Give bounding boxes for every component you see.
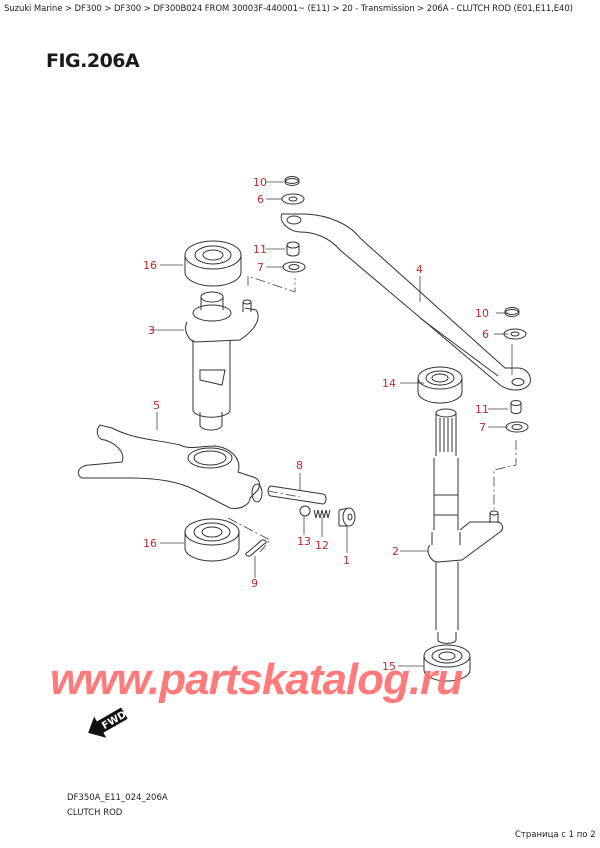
- callout-8[interactable]: 8: [296, 459, 303, 472]
- callout-6[interactable]: 6: [257, 193, 264, 206]
- callout-5[interactable]: 5: [153, 399, 160, 412]
- spring-part-12: [313, 509, 331, 519]
- callout-11-right[interactable]: 11: [475, 403, 489, 416]
- clutch-rod-lever-part-4: [280, 213, 531, 391]
- callout-7[interactable]: 7: [257, 261, 264, 274]
- figure-code: DF350A_E11_024_206A: [67, 793, 168, 803]
- roll-pin-part-9: [245, 539, 267, 557]
- bearing-part-16-bottom: [184, 518, 240, 562]
- callout-16-bottom[interactable]: 16: [143, 537, 157, 550]
- leader-lines: [150, 181, 517, 667]
- callout-4[interactable]: 4: [416, 263, 423, 276]
- callout-7-right[interactable]: 7: [479, 421, 486, 434]
- figure-title: FIG.206A: [46, 50, 140, 72]
- breadcrumb[interactable]: Suzuki Marine > DF300 > DF300 > DF300B02…: [4, 4, 573, 14]
- callout-12[interactable]: 12: [315, 539, 329, 552]
- clutch-fork-part-5: [77, 424, 263, 509]
- pin-part-8: [267, 485, 327, 505]
- bushing-part-11-right: [510, 400, 522, 414]
- callout-14[interactable]: 14: [382, 377, 396, 390]
- shift-shaft-part-2: [427, 408, 504, 644]
- callout-15[interactable]: 15: [382, 660, 396, 673]
- washer-part-6-top: [281, 193, 305, 205]
- clip-part-10-top: [284, 176, 300, 186]
- washer-part-7-right: [505, 421, 529, 433]
- callout-6-right[interactable]: 6: [482, 328, 489, 341]
- callout-16[interactable]: 16: [143, 259, 157, 272]
- bearing-part-14: [417, 366, 463, 404]
- bearing-part-15: [423, 644, 471, 682]
- callout-10[interactable]: 10: [253, 176, 267, 189]
- callout-9[interactable]: 9: [251, 577, 258, 590]
- figure-name: CLUTCH ROD: [67, 808, 123, 818]
- plug-part-1: [338, 507, 356, 527]
- washer-part-6-right: [503, 328, 527, 340]
- shift-cam-part-3: [185, 291, 259, 431]
- bearing-part-16-top: [184, 240, 242, 287]
- callout-13[interactable]: 13: [297, 535, 311, 548]
- pagination: Страница с 1 по 2: [515, 830, 596, 840]
- ball-part-13: [299, 505, 311, 517]
- fwd-arrow-icon: FWD: [88, 707, 128, 738]
- bushing-part-11-top: [286, 241, 300, 257]
- callout-10-right[interactable]: 10: [475, 307, 489, 320]
- callout-1[interactable]: 1: [343, 554, 350, 567]
- washer-part-7-top: [282, 261, 306, 273]
- callout-2[interactable]: 2: [392, 545, 399, 558]
- callout-3[interactable]: 3: [148, 324, 155, 337]
- callout-11[interactable]: 11: [253, 243, 267, 256]
- clip-part-10-right: [504, 307, 520, 317]
- watermark: www.partskatalog.ru: [50, 655, 463, 704]
